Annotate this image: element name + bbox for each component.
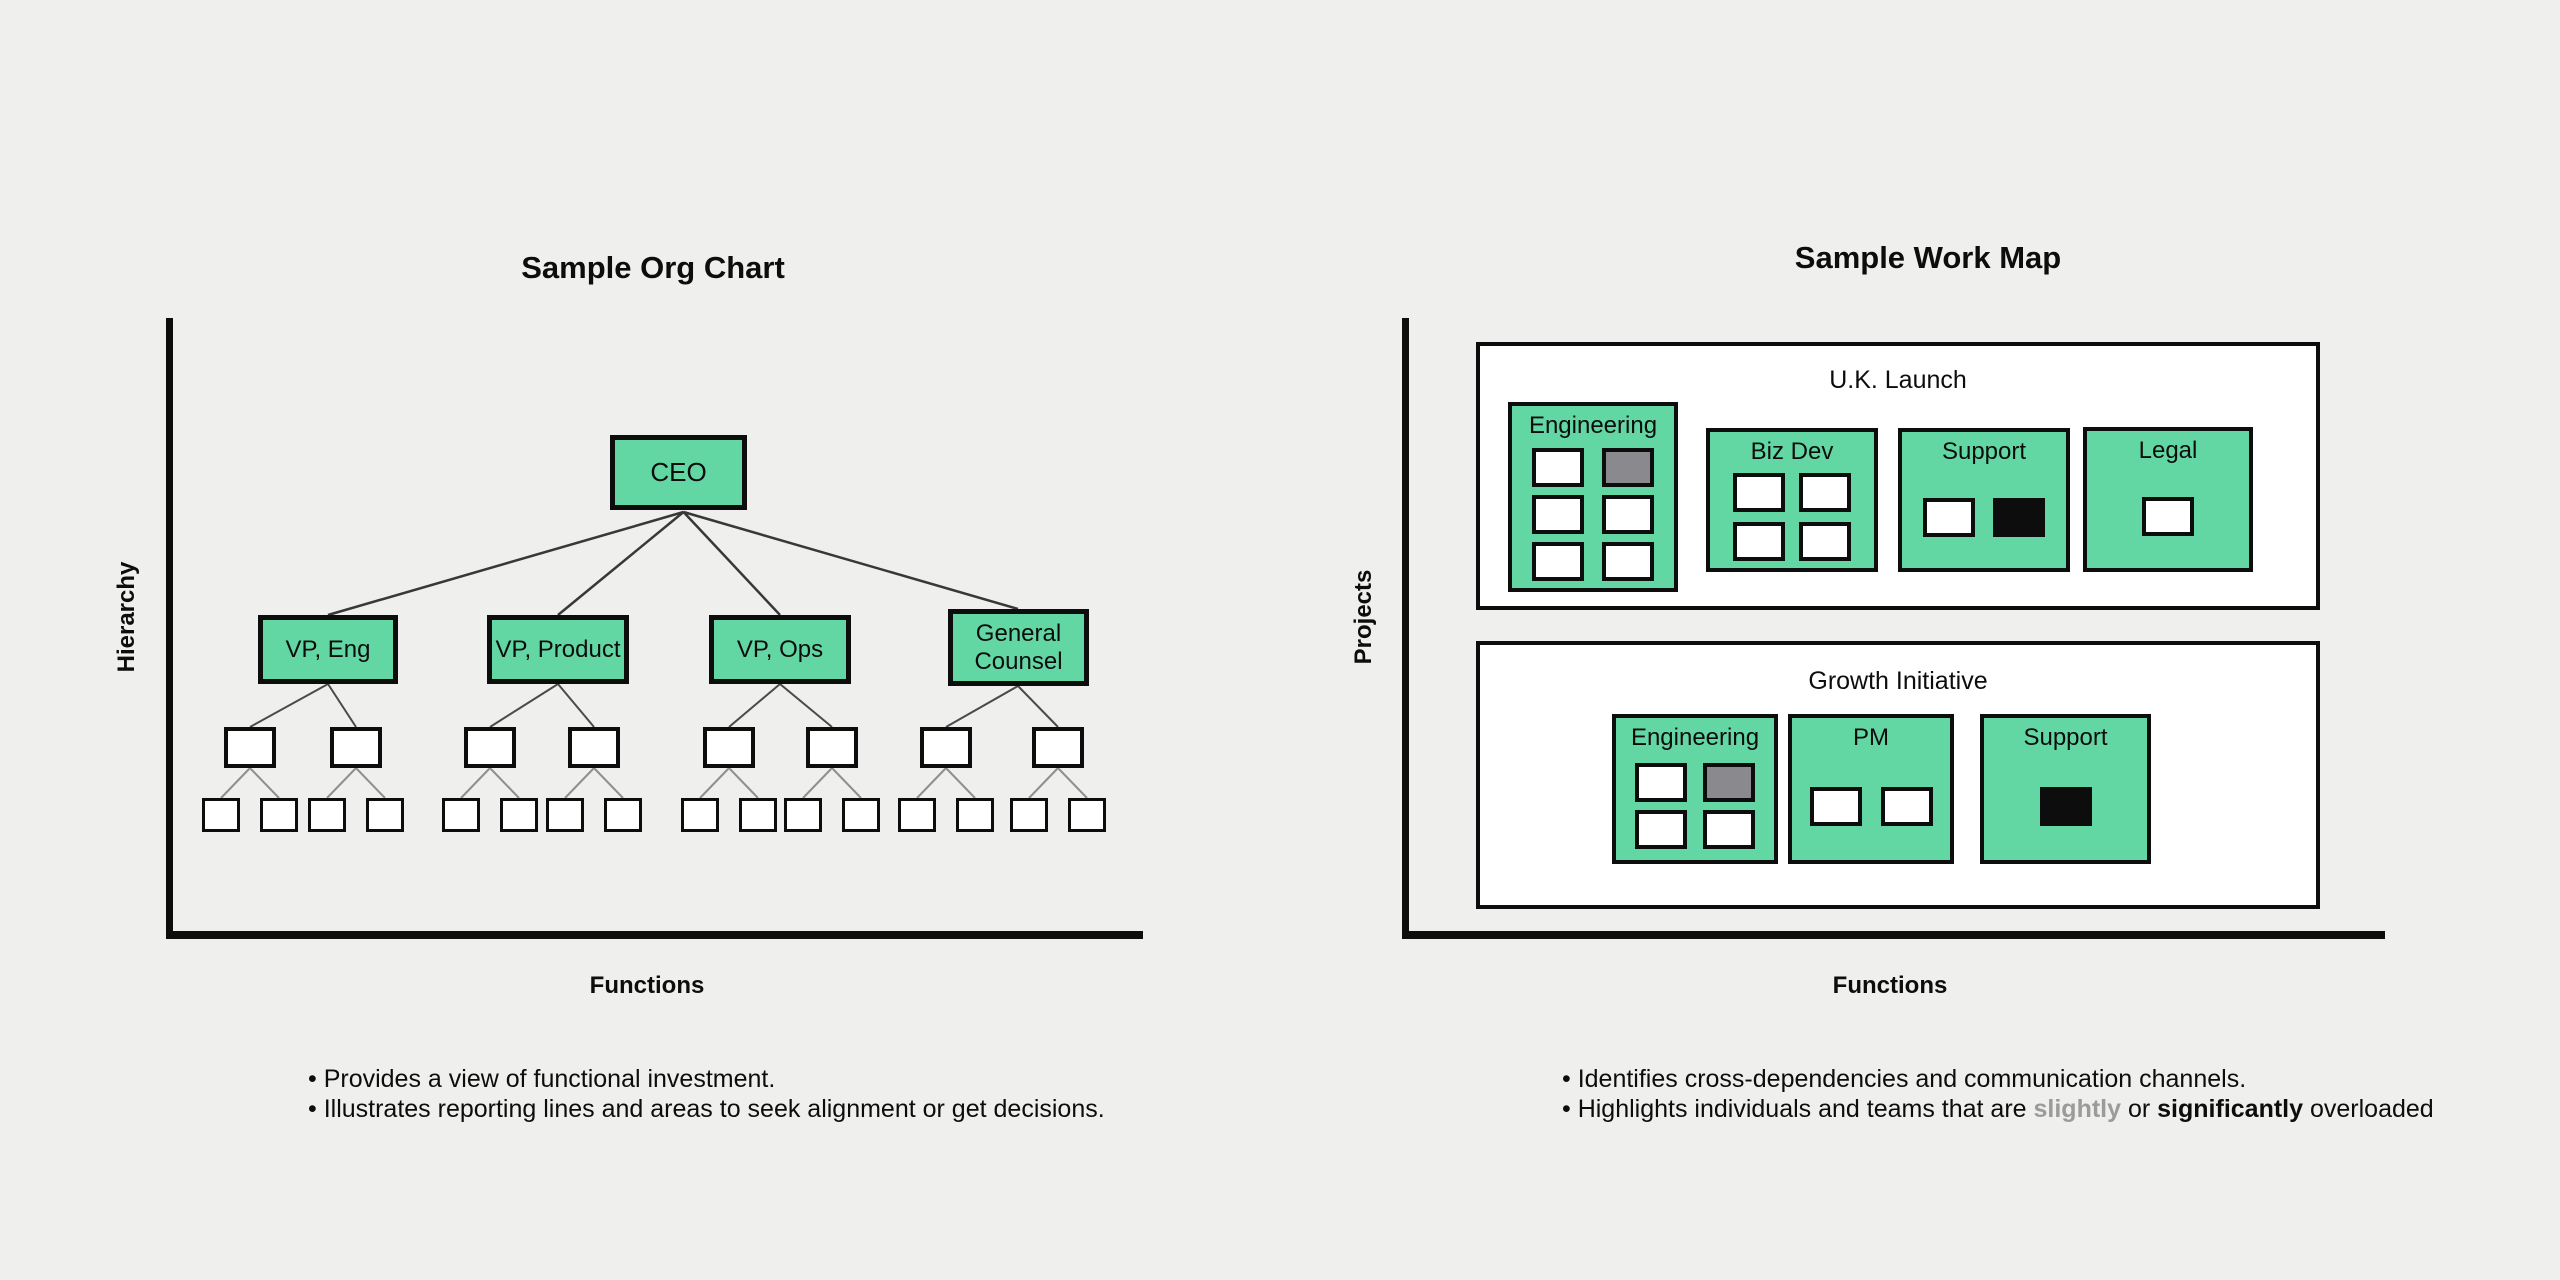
org-chart-x-axis xyxy=(166,931,1143,939)
org-node-manager xyxy=(330,727,382,768)
slightly-keyword: slightly xyxy=(2033,1095,2122,1123)
bullet-text: overloaded xyxy=(2303,1095,2434,1123)
team-units xyxy=(1809,786,1933,826)
bullet-line: • Provides a view of functional investme… xyxy=(308,1065,776,1093)
bullet-line: • Highlights individuals and teams that … xyxy=(1562,1094,2434,1124)
work-map-title: Sample Work Map xyxy=(1794,240,2062,275)
org-chart-title: Sample Org Chart xyxy=(521,250,785,285)
org-node-vp-ops: VP, Ops xyxy=(709,615,851,684)
white-unit-square xyxy=(1733,473,1785,512)
work-map-y-axis-label: Projects xyxy=(1350,569,1377,665)
org-chart-y-axis-label: Hierarchy xyxy=(113,561,140,673)
team-units xyxy=(1635,763,1755,849)
white-unit-square xyxy=(1602,541,1654,581)
org-node-vp-eng: VP, Eng xyxy=(258,615,398,684)
white-unit-square xyxy=(1923,497,1975,537)
org-node-staff xyxy=(260,798,298,832)
org-node-staff xyxy=(1068,798,1106,832)
white-unit-square xyxy=(1602,494,1654,534)
significantly-keyword: significantly xyxy=(2157,1095,2304,1123)
org-node-general-counsel: General Counsel xyxy=(948,609,1089,686)
project-box-growth-initiative: Growth Initiative Engineering PM Support xyxy=(1476,641,2320,909)
team-units xyxy=(1733,473,1851,561)
org-node-staff xyxy=(784,798,822,832)
org-node-staff xyxy=(739,798,777,832)
gray-unit-square xyxy=(1703,763,1755,802)
team-label: Support xyxy=(1941,438,2027,465)
work-map-x-axis-label: Functions xyxy=(1832,972,1948,999)
white-unit-square xyxy=(1799,522,1851,561)
white-unit-square xyxy=(2142,497,2194,536)
org-node-staff xyxy=(842,798,880,832)
team-label: Legal xyxy=(2138,437,2198,464)
white-unit-square xyxy=(1532,541,1584,581)
white-unit-square xyxy=(1635,763,1687,802)
team-box-support: Support xyxy=(1980,714,2151,864)
org-node-staff xyxy=(366,798,404,832)
project-label: U.K. Launch xyxy=(1829,366,1967,394)
org-node-manager xyxy=(224,727,276,768)
team-label: Engineering xyxy=(1528,412,1658,439)
org-node-staff xyxy=(442,798,480,832)
team-box-biz-dev: Biz Dev xyxy=(1706,428,1878,572)
org-node-staff xyxy=(898,798,936,832)
gray-unit-square xyxy=(1602,447,1654,487)
team-box-engineering: Engineering xyxy=(1612,714,1778,864)
org-node-manager xyxy=(703,727,755,768)
white-unit-square xyxy=(1703,810,1755,849)
org-node-manager xyxy=(568,727,620,768)
work-map-x-axis xyxy=(1402,931,2385,939)
org-node-staff xyxy=(500,798,538,832)
work-map-bullets: • Identifies cross-dependencies and comm… xyxy=(1562,1064,2434,1124)
team-label: Biz Dev xyxy=(1750,438,1834,465)
team-units xyxy=(2142,497,2194,536)
org-chart-bullets: • Provides a view of functional investme… xyxy=(308,1064,1105,1124)
org-node-manager xyxy=(1032,727,1084,768)
org-node-vp-product: VP, Product xyxy=(487,615,629,684)
white-unit-square xyxy=(1880,786,1933,826)
org-node-staff xyxy=(546,798,584,832)
org-node-manager xyxy=(806,727,858,768)
team-box-engineering: Engineering xyxy=(1508,402,1678,592)
work-map-y-axis xyxy=(1402,318,1409,939)
team-box-legal: Legal xyxy=(2083,427,2253,572)
white-unit-square xyxy=(1532,447,1584,487)
org-node-staff xyxy=(956,798,994,832)
org-node-staff xyxy=(1010,798,1048,832)
black-unit-square xyxy=(1993,497,2045,537)
project-label: Growth Initiative xyxy=(1808,667,1988,695)
team-units xyxy=(1923,497,2045,537)
bullet-line: • Identifies cross-dependencies and comm… xyxy=(1562,1065,2247,1093)
org-node-ceo: CEO xyxy=(610,435,747,510)
team-label: Engineering xyxy=(1630,724,1760,751)
org-node-staff xyxy=(308,798,346,832)
bullet-text: • Highlights individuals and teams that … xyxy=(1562,1095,2034,1123)
team-box-support: Support xyxy=(1898,428,2070,572)
bullet-line: • Illustrates reporting lines and areas … xyxy=(308,1095,1105,1123)
white-unit-square xyxy=(1532,494,1584,534)
org-node-staff xyxy=(202,798,240,832)
org-chart-y-axis xyxy=(166,318,173,939)
bullet-text: or xyxy=(2121,1095,2158,1123)
white-unit-square xyxy=(1733,522,1785,561)
team-box-pm: PM xyxy=(1788,714,1954,864)
team-units xyxy=(2039,786,2092,826)
team-units xyxy=(1532,447,1654,581)
white-unit-square xyxy=(1809,786,1862,826)
project-box-uk-launch: U.K. Launch Engineering Biz Dev Support xyxy=(1476,342,2320,610)
team-label: Support xyxy=(2023,724,2108,751)
org-node-manager xyxy=(464,727,516,768)
black-unit-square xyxy=(2039,786,2092,826)
team-label: PM xyxy=(1853,724,1889,751)
white-unit-square xyxy=(1635,810,1687,849)
org-node-manager xyxy=(920,727,972,768)
white-unit-square xyxy=(1799,473,1851,512)
org-chart-x-axis-label: Functions xyxy=(589,972,705,999)
org-node-staff xyxy=(681,798,719,832)
org-node-staff xyxy=(604,798,642,832)
